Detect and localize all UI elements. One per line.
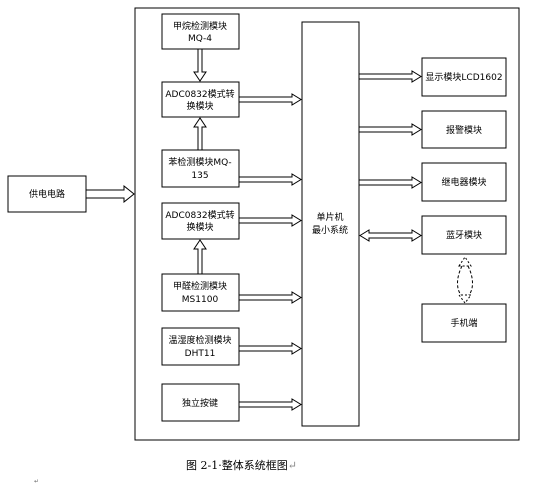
phone-block	[421, 303, 507, 343]
formaldehyde-to-mcu-arrow	[238, 291, 302, 304]
mcu-label-1: 单片机	[316, 211, 343, 223]
mcu-to-relay-arrow	[358, 176, 422, 189]
phone-label: 手机端	[450, 317, 477, 329]
system-frame	[134, 7, 520, 441]
alarm-label: 报警模块	[446, 124, 482, 136]
methane-to-adc-arrow	[193, 48, 207, 82]
caption-return-mark: ↵	[287, 459, 297, 472]
button-block	[161, 383, 240, 422]
power-arrow	[85, 184, 135, 204]
formaldehyde-to-adc-arrow	[193, 239, 207, 275]
benzene-sensor-label-1: 苯检测模块MQ-	[168, 156, 231, 168]
relay-label: 继电器模块	[441, 176, 486, 188]
mcu-bluetooth-arrow	[359, 229, 422, 242]
mcu-to-lcd-arrow	[358, 70, 422, 83]
mcu-block	[301, 21, 360, 427]
mcu-label-2: 最小系统	[312, 224, 348, 236]
alarm-block	[421, 110, 507, 149]
bluetooth-label: 蓝牙模块	[446, 229, 482, 241]
power-supply-label: 供电电路	[29, 188, 65, 200]
bluetooth-block	[421, 215, 507, 255]
relay-block	[421, 162, 507, 202]
lcd-block	[421, 57, 507, 97]
adc-bottom-label-1: ADC0832模式转	[165, 209, 234, 221]
adc-top-label-1: ADC0832模式转	[165, 88, 234, 100]
methane-sensor-block	[161, 13, 240, 50]
temp-humidity-label-2: DHT11	[185, 349, 216, 359]
benzene-sensor-label-2: 135	[191, 171, 208, 181]
methane-sensor-label-2: MQ-4	[188, 34, 212, 44]
temp-humidity-label-1: 温湿度检测模块	[168, 334, 231, 346]
adc-bottom-label-2: 换模块	[186, 221, 213, 233]
benzene-to-adc-arrow	[193, 117, 207, 151]
methane-sensor-label-1: 甲烷检测模块	[173, 20, 227, 32]
adc-top-label-2: 换模块	[186, 100, 213, 112]
button-to-mcu-arrow	[238, 398, 302, 411]
benzene-to-mcu-arrow	[238, 173, 302, 186]
button-label: 独立按键	[182, 397, 218, 409]
adc-bottom-block	[161, 202, 240, 240]
bluetooth-phone-wireless-arrow	[457, 256, 473, 304]
power-supply-block	[7, 175, 87, 213]
lcd-label: 显示模块LCD1602	[425, 71, 502, 83]
formaldehyde-sensor-label-1: 甲醛检测模块	[173, 280, 227, 292]
adc-bottom-to-mcu-arrow	[238, 214, 302, 227]
adc-top-to-mcu-arrow	[238, 93, 302, 106]
mcu-to-alarm-arrow	[358, 123, 422, 136]
corner-return-mark: ↵	[34, 478, 40, 485]
formaldehyde-sensor-block	[161, 273, 240, 312]
figure-caption-text: 图 2-1·整体系统框图	[186, 459, 288, 472]
benzene-sensor-block	[161, 149, 240, 188]
formaldehyde-sensor-label-2: MS1100	[182, 295, 219, 305]
temp-humidity-block	[161, 327, 240, 366]
figure-caption: 图 2-1·整体系统框图↵	[186, 457, 297, 473]
temp-humidity-to-mcu-arrow	[238, 342, 302, 355]
